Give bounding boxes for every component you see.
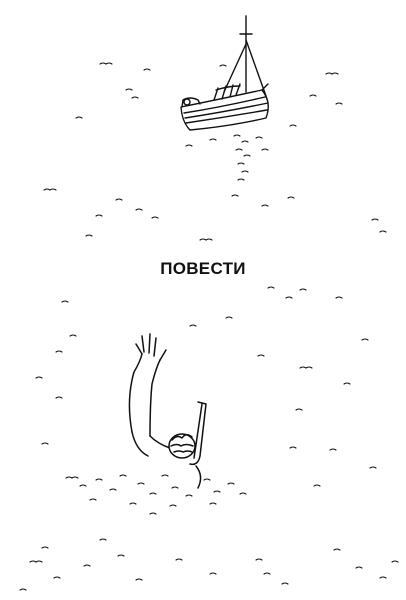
swimmer-ripples (65, 474, 247, 515)
section-title: ПОВЕСТИ (160, 259, 246, 278)
sea-waves (19, 62, 399, 591)
fishing-boat-icon (180, 15, 269, 131)
snorkeler-icon (128, 333, 207, 489)
boat-reflection (185, 134, 269, 181)
